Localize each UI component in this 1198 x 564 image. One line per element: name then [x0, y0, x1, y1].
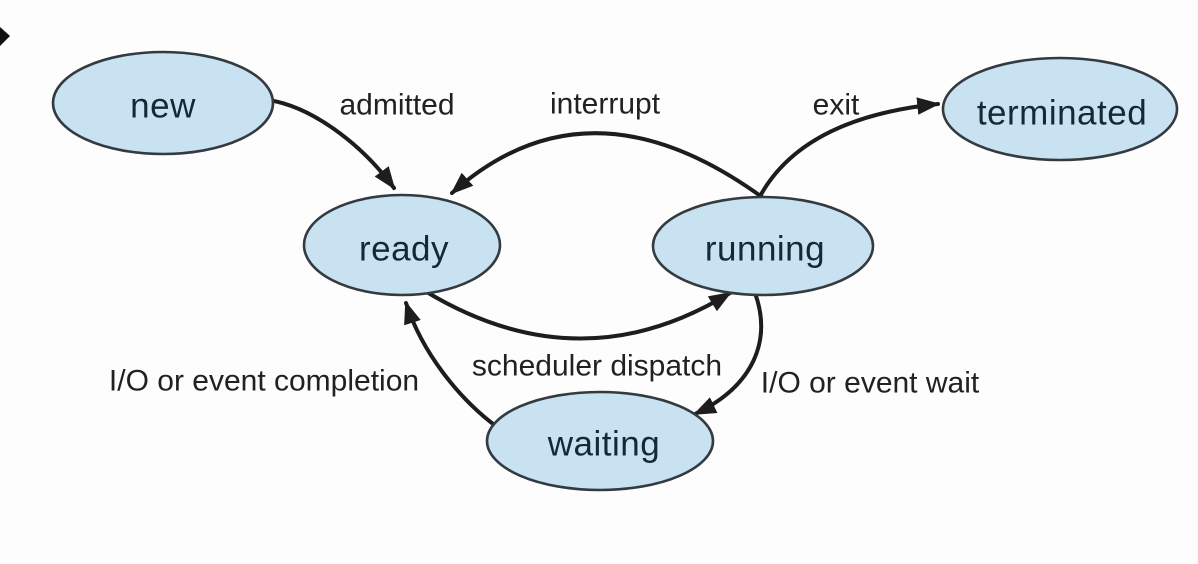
corner-artifact-mark: [0, 27, 10, 46]
edge-label-scheduler-dispatch: scheduler dispatch: [472, 350, 722, 383]
edge-interrupt: [450, 131, 768, 202]
state-node-running: running: [651, 195, 875, 297]
ready-ellipse: [302, 193, 502, 297]
edge-label-io-completion: I/O or event completion: [109, 365, 419, 398]
state-node-terminated: terminated: [941, 56, 1179, 162]
terminated-ellipse: [941, 56, 1179, 162]
terminated-label: terminated: [977, 94, 1147, 133]
edge-label-admitted: admitted: [339, 89, 454, 122]
ready-label: ready: [359, 230, 449, 269]
new-ellipse: [51, 50, 275, 156]
waiting-ellipse: [485, 390, 715, 492]
edges: [266, 97, 941, 429]
running-ellipse: [651, 195, 875, 297]
edge-exit: [756, 97, 941, 202]
edge-io-wait: [693, 291, 764, 416]
state-node-new: new: [51, 50, 275, 156]
edge-scheduler-dispatch: [423, 289, 732, 341]
edge-labels: admitted interrupt exit scheduler dispat…: [109, 88, 980, 400]
edge-io-completion: [404, 300, 499, 429]
state-node-ready: ready: [302, 193, 502, 297]
edge-label-io-wait: I/O or event wait: [761, 367, 980, 400]
state-node-waiting: waiting: [485, 390, 715, 492]
edge-admitted: [266, 98, 396, 190]
edge-label-exit: exit: [813, 89, 860, 122]
waiting-label: waiting: [547, 425, 660, 464]
edge-label-interrupt: interrupt: [550, 88, 661, 121]
nodes: new ready running waiting terminated: [51, 50, 1179, 492]
new-label: new: [130, 87, 196, 126]
running-label: running: [705, 230, 825, 269]
